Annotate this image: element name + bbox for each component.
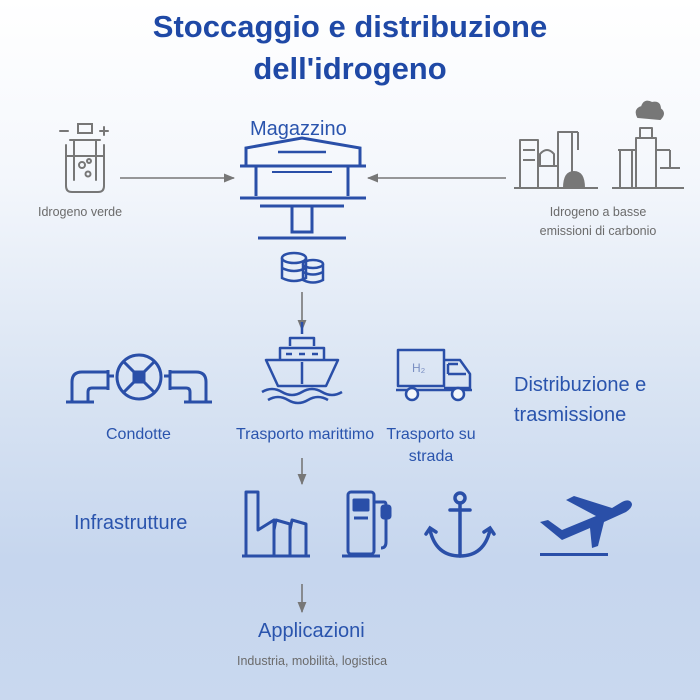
road-transport-label-line-1: Trasporto su xyxy=(386,426,476,443)
truck-h2-label: H₂ xyxy=(412,361,426,375)
storage-label: Magazzino xyxy=(250,118,347,140)
airplane-icon xyxy=(540,496,632,556)
maritime-transport-label: Trasporto marittimo xyxy=(236,426,375,443)
infrastructure-label: Infrastrutture xyxy=(74,512,188,534)
pipeline-valve-icon xyxy=(66,353,212,404)
distribution-label-line-2: trasmissione xyxy=(514,404,627,426)
warehouse-icon xyxy=(240,136,366,240)
truck-icon xyxy=(396,348,472,402)
fuel-pump-icon xyxy=(342,490,392,558)
anchor-icon xyxy=(424,491,496,558)
low-carbon-label-line-2: emissioni di carbonio xyxy=(539,224,657,238)
title-line-1: Stoccaggio e distribuzione xyxy=(152,9,548,44)
green-hydrogen-label: Idrogeno verde xyxy=(38,205,123,219)
ship-icon xyxy=(261,322,343,405)
refinery-icon xyxy=(514,131,598,189)
applications-sublabel: Industria, mobilità, logistica xyxy=(237,654,388,668)
industrial-stack-icon xyxy=(612,100,684,189)
applications-label: Applicazioni xyxy=(258,620,365,642)
storage-tanks-icon xyxy=(280,251,325,284)
factory-icon xyxy=(242,490,310,558)
title-line-2: dell'idrogeno xyxy=(253,51,447,86)
low-carbon-label-line-1: Idrogeno a basse xyxy=(549,205,647,219)
road-transport-label-line-2: strada xyxy=(408,448,454,465)
distribution-label-line-1: Distribuzione e xyxy=(514,374,647,396)
pipelines-label: Condotte xyxy=(106,426,171,443)
electrolysis-icon xyxy=(59,123,109,193)
